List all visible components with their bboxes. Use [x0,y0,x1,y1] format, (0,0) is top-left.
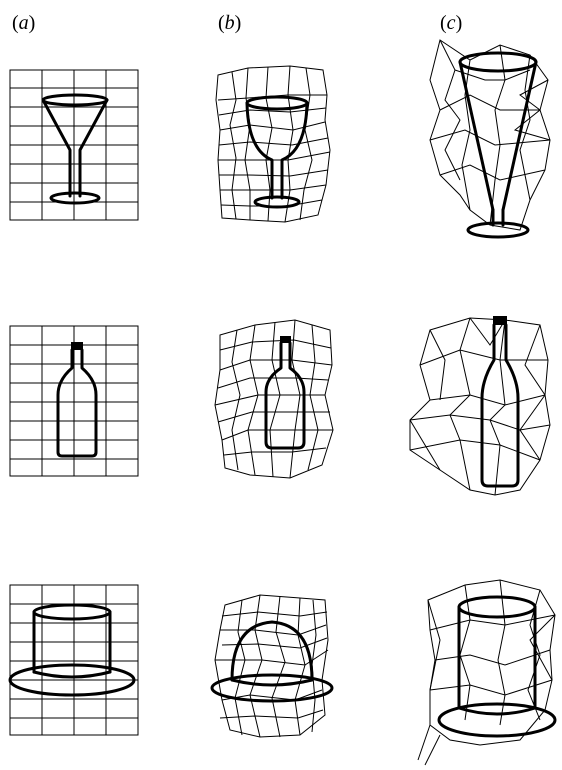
panel-c-hat [0,0,562,770]
